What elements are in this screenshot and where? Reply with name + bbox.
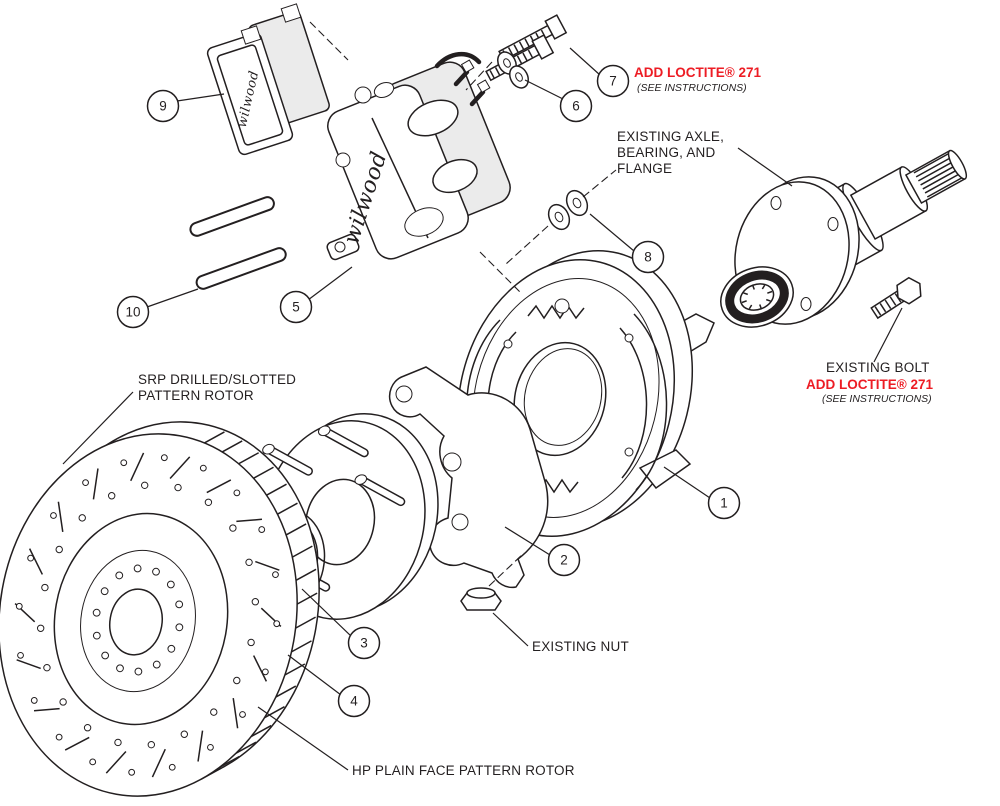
caliper-bracket bbox=[388, 366, 549, 589]
callout-5: 5 bbox=[279, 266, 353, 324]
annotation-existing-bolt: EXISTING BOLT ADD LOCTITE® 271 (SEE INST… bbox=[806, 360, 933, 405]
annotation-srp-rotor: SRP DRILLED/SLOTTED PATTERN ROTOR bbox=[138, 372, 296, 403]
rotor-drill-holes bbox=[15, 454, 281, 776]
caliper-opening bbox=[404, 207, 444, 237]
caliper: wilwood bbox=[326, 52, 511, 261]
retainer-clip bbox=[189, 196, 275, 237]
caliper-bridge-window bbox=[407, 99, 459, 137]
bracket-hole bbox=[451, 513, 469, 531]
svg-text:EXISTING AXLE,: EXISTING AXLE, bbox=[617, 129, 724, 144]
rotor-center-bore bbox=[109, 588, 163, 656]
pad-friction-outline bbox=[216, 44, 284, 146]
svg-text:6: 6 bbox=[572, 99, 580, 114]
axle-bearing bbox=[720, 266, 794, 328]
caliper-boss bbox=[335, 152, 351, 168]
annotation-existing-nut: EXISTING NUT bbox=[532, 639, 629, 654]
callout-2: 2 bbox=[504, 526, 581, 577]
retainer-clip bbox=[195, 247, 287, 290]
bleed-screw bbox=[453, 69, 470, 87]
washers-pair-6 bbox=[497, 51, 529, 89]
rotor-slots bbox=[14, 452, 282, 778]
callout-10: 10 bbox=[116, 288, 199, 329]
bleed-screw bbox=[469, 89, 486, 107]
svg-text:ADD LOCTITE® 271: ADD LOCTITE® 271 bbox=[806, 377, 933, 392]
svg-text:2: 2 bbox=[560, 553, 568, 568]
svg-text:3: 3 bbox=[360, 636, 368, 651]
svg-text:FLANGE: FLANGE bbox=[617, 161, 672, 176]
flange-hole bbox=[800, 297, 812, 311]
brake-shoe-right-inner bbox=[619, 327, 648, 479]
svg-text:4: 4 bbox=[350, 694, 358, 709]
return-spring-top bbox=[527, 304, 585, 320]
svg-text:(SEE INSTRUCTIONS): (SEE INSTRUCTIONS) bbox=[822, 393, 932, 405]
svg-text:5: 5 bbox=[292, 300, 300, 315]
plate-hole bbox=[624, 447, 634, 457]
svg-text:7: 7 bbox=[609, 74, 617, 89]
annotation-hp-rotor: HP PLAIN FACE PATTERN ROTOR bbox=[352, 763, 575, 778]
pad-retainer-clips bbox=[189, 196, 287, 290]
svg-text:1: 1 bbox=[720, 496, 728, 511]
bracket-hole bbox=[442, 452, 462, 472]
callout-1: 1 bbox=[663, 466, 741, 520]
loctite-top-text: ADD LOCTITE® 271 bbox=[634, 65, 761, 80]
plate-hole bbox=[503, 339, 513, 349]
annotation-loctite-top: ADD LOCTITE® 271 (SEE INSTRUCTIONS) bbox=[634, 65, 761, 94]
svg-text:SRP DRILLED/SLOTTED: SRP DRILLED/SLOTTED bbox=[138, 372, 296, 387]
callout-7: 7 bbox=[569, 47, 630, 98]
svg-text:10: 10 bbox=[125, 305, 140, 320]
anchor-pin bbox=[554, 298, 570, 314]
svg-text:BEARING, AND: BEARING, AND bbox=[617, 145, 715, 160]
svg-text:EXISTING BOLT: EXISTING BOLT bbox=[826, 360, 930, 375]
brake-shoe-right bbox=[633, 313, 668, 491]
caliper-port bbox=[373, 82, 395, 98]
annotation-existing-axle: EXISTING AXLE, BEARING, AND FLANGE bbox=[617, 129, 724, 176]
existing-bolt bbox=[870, 276, 922, 320]
svg-text:8: 8 bbox=[644, 250, 652, 265]
callout-8: 8 bbox=[589, 213, 665, 274]
callout-6: 6 bbox=[524, 79, 593, 123]
crossover-tube bbox=[434, 52, 482, 69]
flange-hole bbox=[770, 196, 782, 210]
caliper-bridge-window bbox=[432, 158, 478, 194]
pad-tab bbox=[280, 3, 302, 23]
label-leaders bbox=[62, 147, 903, 771]
pad-inner bbox=[206, 32, 294, 156]
caliper-boss bbox=[354, 86, 372, 104]
bleed-screw-hex bbox=[460, 59, 475, 74]
axle-spline bbox=[913, 151, 965, 198]
lower-lever-tab bbox=[638, 449, 692, 490]
axle-assembly bbox=[720, 149, 968, 328]
rotor bbox=[0, 421, 320, 797]
axle-opening-inner bbox=[523, 348, 603, 446]
plate-hole bbox=[624, 333, 634, 343]
existing-nut bbox=[460, 587, 502, 611]
washers-pair-8 bbox=[547, 189, 589, 231]
mount-bolt-a bbox=[498, 14, 568, 62]
brake-pads: wilwood bbox=[206, 3, 330, 156]
assembly-axis-lines bbox=[309, 21, 617, 587]
caliper-mount-hole bbox=[334, 241, 346, 253]
bleed-screw-hex bbox=[476, 79, 491, 94]
pad-tab bbox=[240, 25, 262, 45]
callout-9: 9 bbox=[146, 89, 225, 123]
callout-3: 3 bbox=[301, 588, 381, 660]
callout-4: 4 bbox=[287, 654, 371, 718]
svg-text:9: 9 bbox=[159, 99, 167, 114]
flange-hole bbox=[827, 217, 839, 231]
rotor-hat-holes bbox=[92, 564, 184, 676]
svg-text:PATTERN ROTOR: PATTERN ROTOR bbox=[138, 388, 254, 403]
bracket-hole bbox=[395, 385, 413, 403]
loctite-top-note: (SEE INSTRUCTIONS) bbox=[637, 82, 747, 94]
